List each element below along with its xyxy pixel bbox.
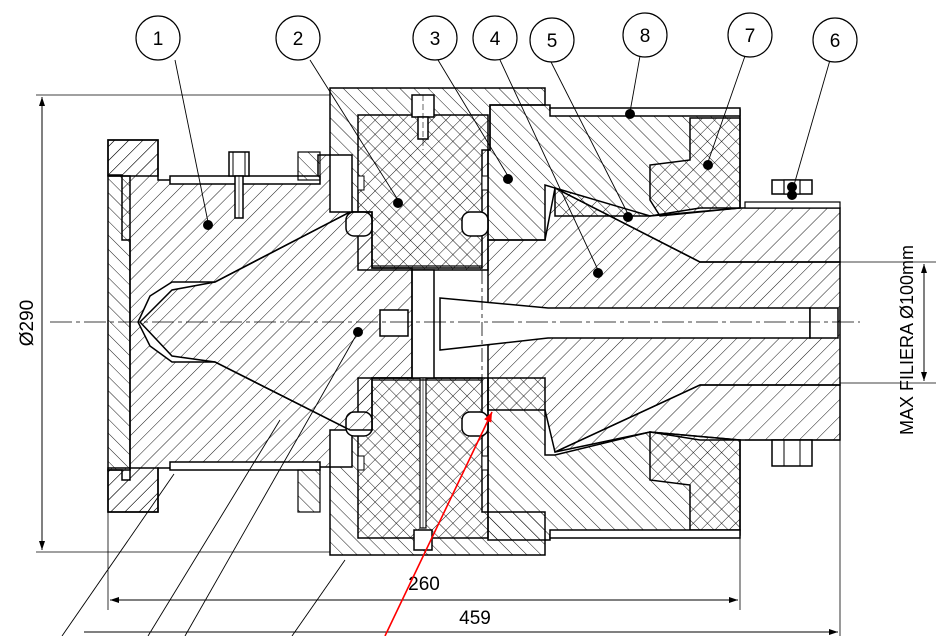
callout-6: 6	[812, 17, 858, 63]
callout-1: 1	[135, 15, 181, 61]
callout-balloons: 1 2 3 4 5 8 7 6	[135, 12, 858, 63]
callout-8-label: 8	[640, 26, 651, 47]
dimension-length-459: 459	[84, 440, 841, 636]
callout-8: 8	[622, 12, 668, 58]
callout-5-label: 5	[547, 31, 558, 52]
dimension-length-260: 260	[107, 512, 741, 610]
part-8-heater-band	[549, 107, 741, 539]
dimension-length-260-label: 260	[408, 574, 440, 595]
leader-dots	[203, 109, 797, 337]
part-1-inlet-flange	[107, 139, 351, 513]
callout-7: 7	[727, 12, 773, 58]
callout-3-label: 3	[430, 29, 441, 50]
callout-6-label: 6	[830, 31, 841, 52]
callout-5: 5	[529, 17, 575, 63]
dimension-max-die-label: MAX FILIERA Ø100mm	[897, 245, 917, 435]
dimension-diameter-290: Ø290	[17, 94, 330, 553]
part-7-retaining-nut	[649, 117, 741, 531]
callout-3: 3	[412, 15, 458, 61]
highlight-leader-arrow	[384, 411, 493, 636]
centerlines	[50, 270, 860, 412]
dimension-length-459-label: 459	[459, 608, 491, 629]
part-4-mandrel-tip	[439, 186, 841, 454]
part-6-centering-screw	[744, 179, 841, 467]
callout-leaders	[61, 55, 831, 636]
callout-1-label: 1	[153, 29, 164, 50]
callout-4-label: 4	[490, 29, 501, 50]
dimension-diameter-290-label: Ø290	[17, 300, 38, 346]
callout-2: 2	[275, 15, 321, 61]
mandrel-torpedo	[138, 211, 413, 431]
callout-7-label: 7	[745, 26, 756, 47]
callout-4: 4	[472, 15, 518, 61]
part-2-adapter-ring	[329, 87, 546, 556]
dimension-max-die-100: MAX FILIERA Ø100mm	[840, 245, 936, 435]
callout-2-label: 2	[293, 29, 304, 50]
